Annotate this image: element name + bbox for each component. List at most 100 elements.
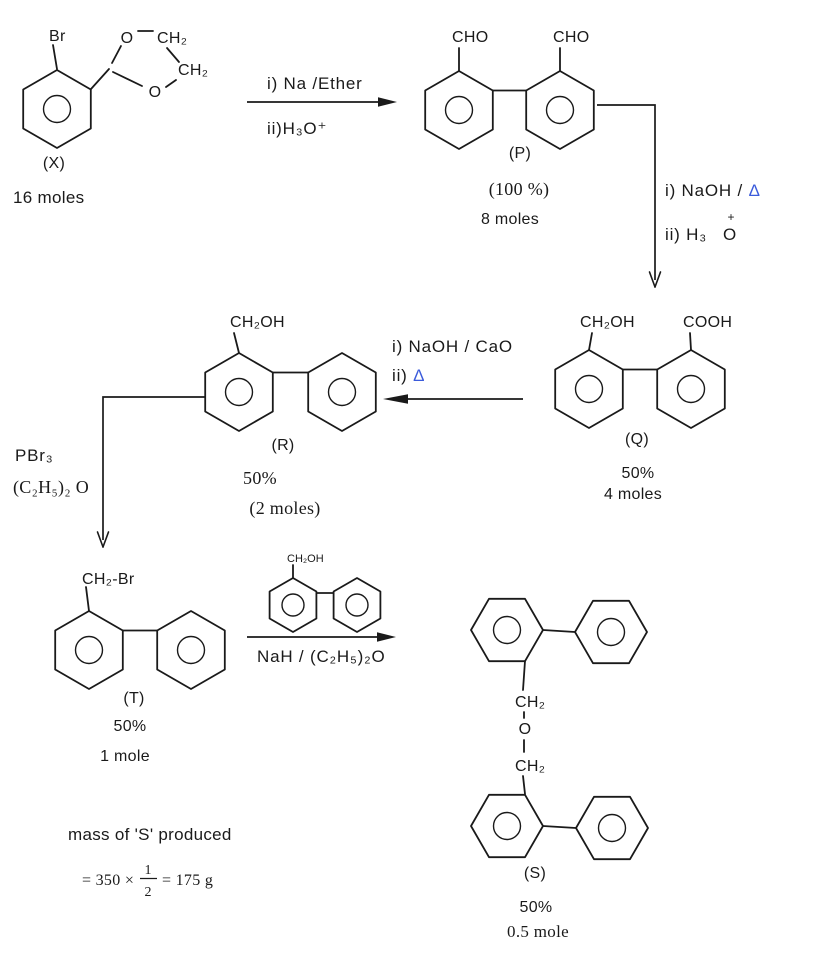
structure-X: Br O CH₂ CH₂ O (X) 16 moles xyxy=(13,28,208,207)
br-label: Br xyxy=(49,28,66,45)
bond-ch2oh xyxy=(588,332,593,351)
o-ether-label: O xyxy=(519,721,532,738)
dioxolane-ch2-mid: CH₂ xyxy=(178,62,208,79)
arrow-line xyxy=(597,104,656,280)
structure-T: CH₂-Br (T) 50% 1 mole xyxy=(54,571,226,765)
reagent-step1-line1: i) Na /Ether xyxy=(267,74,363,93)
compound-s-name: (S) xyxy=(524,865,546,882)
structure-R: CH₂OH (R) 50% (2 moles) xyxy=(204,314,377,519)
arrowhead xyxy=(102,531,110,548)
benzene-ring xyxy=(156,610,226,690)
bond-ch2-ring xyxy=(522,775,526,795)
benzene-ring xyxy=(656,349,726,429)
benzene-ring xyxy=(575,795,649,861)
benzene-ring xyxy=(470,597,544,663)
arrow-step3: i) NaOH / CaO ii) Δ xyxy=(383,337,523,404)
arrow-step1: i) Na /Ether ii)H₃O⁺ xyxy=(247,74,397,138)
ch2-top-label: CH₂ xyxy=(515,694,545,711)
compound-r-name: (R) xyxy=(271,437,294,454)
compound-q-yield: 50% xyxy=(622,465,655,482)
benzene-ring xyxy=(307,352,377,432)
arrow-step2: i) NaOH / Δ ii) H₃ O + xyxy=(597,104,761,288)
delta-symbol: Δ xyxy=(413,366,425,385)
arrow-step4: PBr₃ (C₂H₅)₂ O xyxy=(13,396,205,548)
ch2oh-small-label: CH₂OH xyxy=(287,553,324,565)
reagent-biphenyl-ch2oh: CH₂OH xyxy=(268,553,382,633)
mass-note-line1: mass of 'S' produced xyxy=(68,825,232,844)
arrow-step5: CH₂OH NaH / (C₂H₅)₂O xyxy=(247,553,396,666)
arrowhead xyxy=(96,531,104,548)
mass-note: mass of 'S' produced = 350 × 1 2 = 175 g xyxy=(68,825,232,900)
benzene-ring xyxy=(22,69,92,149)
compound-r-amount: (2 moles) xyxy=(249,498,320,519)
arrowhead xyxy=(378,97,397,107)
bond-acetal-o1 xyxy=(111,45,122,64)
reagent-step2-oxygen: O xyxy=(723,225,737,244)
benzene-ring xyxy=(332,577,382,633)
compound-q-name: (Q) xyxy=(625,431,649,448)
fraction-denominator: 2 xyxy=(145,885,152,900)
compound-p-name: (P) xyxy=(509,145,531,162)
delta-symbol: Δ xyxy=(749,181,761,200)
compound-x-amount: 16 moles xyxy=(13,188,84,207)
reagent-step1-line2: ii)H₃O⁺ xyxy=(267,119,327,138)
benzene-ring xyxy=(574,599,648,665)
bond-ch2-o2 xyxy=(165,79,177,88)
compound-p-amount: 8 moles xyxy=(481,211,539,228)
benzene-ring xyxy=(268,577,318,633)
reagent-step5-line: NaH / (C₂H₅)₂O xyxy=(257,647,386,666)
mass-eq-pre: = 350 × xyxy=(82,872,134,889)
bond-ch2-ch2 xyxy=(166,47,180,63)
cho-left-label: CHO xyxy=(452,29,488,46)
fraction-numerator: 1 xyxy=(145,863,152,878)
bond-cooh xyxy=(689,332,692,351)
reagent-step2-line1: i) NaOH / Δ xyxy=(665,181,761,200)
compound-p-yield: (100 %) xyxy=(489,179,550,200)
structure-S: CH₂ O CH₂ (S) 50% 0.5 mole xyxy=(470,597,649,941)
bond-ch2oh xyxy=(233,332,240,354)
benzene-ring xyxy=(424,70,494,150)
reagent-step3-line1: i) NaOH / CaO xyxy=(392,337,513,356)
arrowhead xyxy=(648,271,656,288)
bond-ring-acetal xyxy=(90,68,110,90)
structure-Q: CH₂OH COOH (Q) 50% 4 moles xyxy=(554,314,732,503)
bond-ch2br xyxy=(85,586,90,612)
bond-br xyxy=(52,44,58,70)
compound-r-yield: 50% xyxy=(243,468,277,488)
compound-x-name: (X) xyxy=(43,155,65,172)
cooh-label: COOH xyxy=(683,314,732,331)
arrowhead xyxy=(654,271,662,288)
ch2br-label: CH₂-Br xyxy=(82,571,135,588)
compound-s-amount: 0.5 mole xyxy=(507,922,569,941)
biphenyl-bond xyxy=(542,825,577,829)
arrowhead xyxy=(383,394,408,404)
benzene-ring xyxy=(204,352,274,432)
bond-o2-acetal xyxy=(112,71,143,87)
dioxolane-o-top: O xyxy=(121,30,134,47)
benzene-ring xyxy=(554,349,624,429)
dioxolane-ch2-top: CH₂ xyxy=(157,30,187,47)
reagent-step3-line2: ii) Δ xyxy=(392,366,425,385)
ch2oh-label: CH₂OH xyxy=(580,314,635,331)
benzene-ring xyxy=(525,70,595,150)
compound-s-yield: 50% xyxy=(520,899,553,916)
reagent-step4-line2: (C₂H₅)₂ O xyxy=(13,477,89,498)
dioxolane-o-bottom: O xyxy=(149,84,162,101)
reagent-step2-line2: ii) H₃ xyxy=(665,225,707,244)
compound-t-amount: 1 mole xyxy=(100,748,150,765)
ch2oh-label: CH₂OH xyxy=(230,314,285,331)
cho-right-label: CHO xyxy=(553,29,589,46)
arrowhead xyxy=(377,632,396,642)
bond-ring-ch2 xyxy=(522,660,526,691)
benzene-ring xyxy=(54,610,124,690)
benzene-ring xyxy=(470,793,544,859)
compound-t-yield: 50% xyxy=(114,718,147,735)
reagent-step4-line1: PBr₃ xyxy=(15,446,53,465)
arrow-line xyxy=(102,396,205,540)
compound-t-name: (T) xyxy=(123,690,144,707)
ch2-bottom-label: CH₂ xyxy=(515,758,545,775)
mass-eq-post: = 175 g xyxy=(162,872,213,889)
structure-P: CHO CHO (P) (100 %) 8 moles xyxy=(424,29,595,228)
